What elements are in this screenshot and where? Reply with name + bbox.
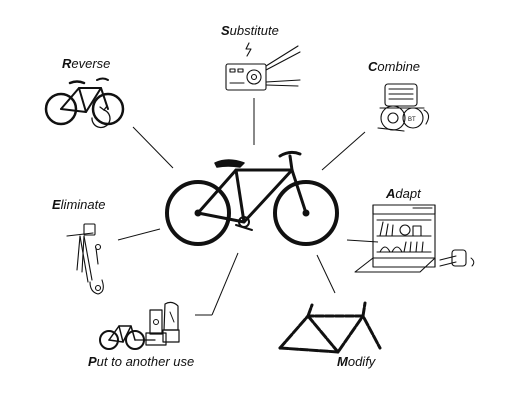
label-adapt: Adapt [385, 186, 422, 201]
connector-reverse [132, 126, 174, 169]
label-reverse: Reverse [62, 56, 110, 71]
engine-icon: BT [377, 83, 430, 132]
connector-lines [117, 98, 379, 316]
label-modify: Modify [337, 354, 377, 369]
reverse-bike-icon [44, 77, 125, 129]
handlebar-light-icon [66, 223, 104, 295]
svg-text:BT: BT [408, 117, 416, 123]
dishwasher-icon [354, 204, 475, 273]
label-eliminate: Eliminate [52, 197, 105, 212]
label-combine: Combine [368, 59, 420, 74]
connector-combine [321, 131, 366, 171]
bicycle-icon [165, 150, 339, 246]
connector-put [211, 252, 239, 316]
battery-motor-icon [225, 42, 301, 91]
connector-eliminate [117, 228, 161, 241]
label-put-to-another-use: Put to another use [88, 354, 194, 369]
label-substitute: Substitute [221, 23, 279, 38]
frame-icon [278, 301, 382, 354]
blender-bike-icon [99, 301, 180, 350]
connector-modify [316, 254, 336, 294]
